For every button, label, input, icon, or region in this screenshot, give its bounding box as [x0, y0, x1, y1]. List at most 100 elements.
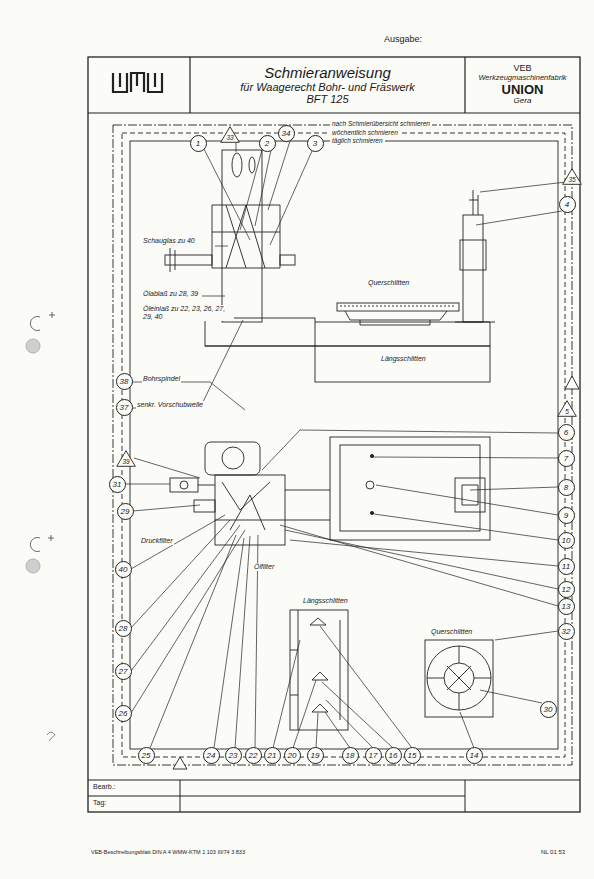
callout-number: 30 [544, 705, 553, 714]
callout-number: 32 [562, 627, 571, 636]
callout-number: 27 [119, 667, 128, 676]
callout-number: 8 [564, 483, 568, 492]
part-note: Öleinlaß zu 22, 23, 26, 27, 29, 40 [142, 305, 234, 321]
callout-number: 10 [562, 536, 571, 545]
callout-circle: 38 [116, 373, 133, 390]
callout-circle: 40 [115, 561, 132, 578]
callout-circle: 3 [307, 135, 324, 152]
part-note: Schauglas zu 40 [142, 237, 196, 245]
callout-number: 34 [282, 129, 291, 138]
callout-number: 40 [119, 565, 128, 574]
callout-circle: 10 [558, 532, 575, 549]
title-text: Schmieranweisung [264, 65, 391, 82]
callout-number: 39 [122, 459, 129, 468]
callout-circle: 19 [307, 747, 324, 764]
callout-circle: 16 [385, 747, 402, 764]
callout-number: 33 [226, 135, 233, 144]
callout-circle: 17 [365, 747, 382, 764]
callout-triangle: 35 [562, 168, 582, 185]
callout-circle: 18 [342, 747, 359, 764]
callout-circle: 27 [115, 663, 132, 680]
callout-circle: 14 [466, 747, 483, 764]
callout-circle: 15 [404, 747, 421, 764]
callout-circle: 6 [558, 424, 575, 441]
callout-circle: 24 [203, 747, 220, 764]
callout-number: 6 [564, 428, 568, 437]
callout-number: 18 [346, 751, 355, 760]
callout-circle: 11 [558, 558, 575, 575]
maker-text: UNION [502, 83, 544, 97]
callout-circle: 25 [138, 747, 155, 764]
callout-number: 38 [120, 377, 129, 386]
callout-triangle: 39 [116, 450, 136, 467]
callout-circle: 21 [264, 747, 281, 764]
callout-circle: 26 [115, 705, 132, 722]
callout-number: 29 [121, 507, 130, 516]
callout-number: 20 [288, 751, 297, 760]
part-name: Druckfilter [140, 537, 174, 545]
callout-circle: 9 [558, 507, 575, 524]
maker-text: Werkzeugmaschinenfabrik [478, 74, 566, 82]
callout-triangle: 33 [220, 126, 240, 143]
callout-number: 24 [207, 751, 216, 760]
legend-item: täglich schmieren [330, 137, 385, 144]
callout-number: 3 [313, 139, 317, 148]
callout-number: 11 [562, 562, 570, 571]
callout-circle: 12 [558, 581, 575, 598]
part-name: senkr. Vorschubwelle [136, 401, 204, 409]
part-name: Querschlitten [430, 628, 473, 636]
callout-number: 2 [265, 139, 269, 148]
callout-circle: 7 [558, 450, 575, 467]
callout-number: 26 [119, 709, 128, 718]
part-note: Ölablaß zu 28, 39 [142, 290, 199, 298]
callout-number: 13 [562, 602, 571, 611]
callout-circle: 37 [116, 399, 133, 416]
part-name: Querschlitten [367, 279, 410, 287]
part-name: Längsschlitten [380, 355, 427, 363]
callout-number: 37 [120, 403, 129, 412]
callout-circle: 23 [225, 747, 242, 764]
callout-triangle: 5 [557, 400, 577, 417]
title-text: BFT 125 [306, 93, 348, 105]
callout-circle: 20 [284, 747, 301, 764]
field-label: Bearb.: [92, 783, 117, 791]
callout-circle: 1 [190, 135, 207, 152]
callout-circle: 13 [558, 598, 575, 615]
edition-label: Ausgabe: [383, 34, 423, 44]
callout-number: 7 [564, 454, 568, 463]
callout-number: 12 [562, 585, 571, 594]
callout-number: 5 [565, 409, 569, 418]
callout-circle: 28 [115, 620, 132, 637]
maker-text: Gera [514, 97, 532, 106]
callout-circle: 2 [259, 135, 276, 152]
title-cell: VEBWerkzeugmaschinenfabrikUNIONGera [466, 58, 579, 112]
callout-number: 1 [196, 139, 200, 148]
callout-number: 35 [568, 177, 575, 186]
legend-item: wöchentlich schmieren [330, 129, 400, 136]
callout-number: 14 [470, 751, 479, 760]
callout-number: 9 [564, 511, 568, 520]
callout-number: 19 [311, 751, 320, 760]
callout-number: 21 [268, 751, 277, 760]
callout-number: 23 [229, 751, 238, 760]
callout-number: 28 [119, 624, 128, 633]
callout-number: 4 [565, 200, 569, 209]
callout-number: 17 [369, 751, 378, 760]
callout-circle: 8 [558, 479, 575, 496]
title-cell: Schmieranweisungfür Waagerecht Bohr- und… [191, 58, 464, 112]
callout-number: 15 [408, 751, 417, 760]
callout-circle: 34 [278, 125, 295, 142]
sheet-number: NL 01 53 [540, 849, 566, 856]
callout-circle: 31 [109, 476, 126, 493]
part-name: Ölfilter [253, 563, 275, 571]
callout-number: 16 [389, 751, 398, 760]
callout-circle: 29 [117, 503, 134, 520]
callout-circle: 30 [540, 701, 557, 718]
callout-number: 22 [249, 751, 258, 760]
part-name: Bohrspindel [142, 375, 181, 383]
title-text: für Waagerecht Bohr- und Fräswerk [240, 81, 414, 93]
callout-circle: 32 [558, 623, 575, 640]
maker-text: VEB [513, 64, 531, 74]
callout-circle: 22 [245, 747, 262, 764]
